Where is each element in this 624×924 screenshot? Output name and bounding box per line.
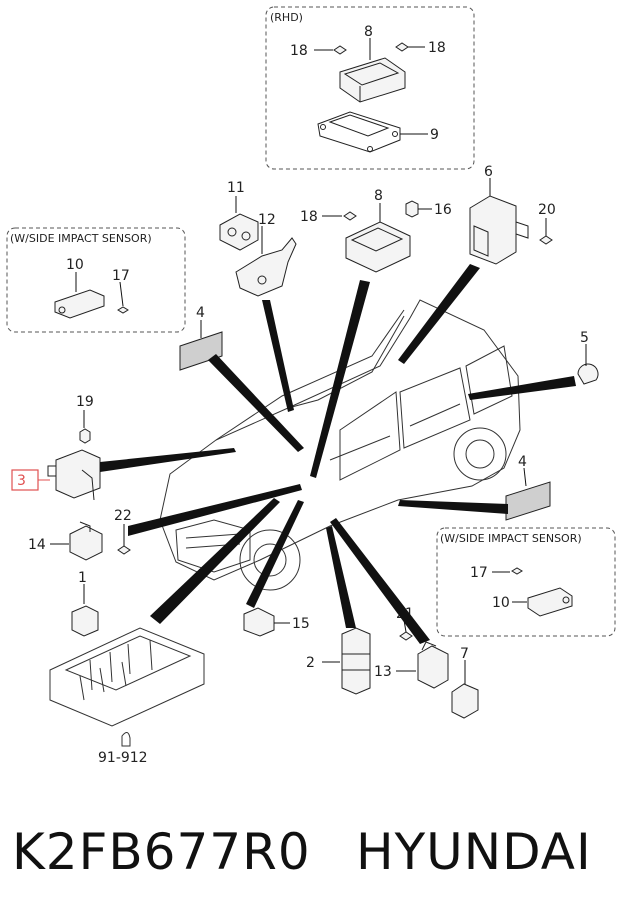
nut-icon (539, 235, 553, 245)
brand-name: HYUNDAI (356, 823, 592, 881)
connector-icon (121, 732, 131, 747)
bolt-icon (117, 306, 129, 314)
caution-label-right (505, 481, 551, 521)
callout-18-rhd-right: 18 (428, 40, 446, 56)
sensor-module-11 (219, 213, 259, 251)
callout-13: 13 (374, 664, 392, 680)
nut-icon (117, 545, 131, 555)
callout-18-rhd-left: 18 (290, 43, 308, 59)
relay-15 (243, 607, 275, 637)
vehicle-body (159, 299, 521, 591)
nut-icon (333, 45, 347, 55)
callout-4-left: 4 (196, 305, 205, 321)
callout-20: 20 (538, 202, 556, 218)
sensor-cap-5 (577, 363, 599, 385)
nut-icon (399, 631, 413, 641)
caution-label-left (179, 331, 223, 371)
sensor-module-2 (341, 627, 371, 695)
impact-sensor-3 (47, 449, 101, 501)
callout-15: 15 (292, 616, 310, 632)
mounting-bracket (317, 111, 401, 153)
bolt-icon (405, 200, 419, 218)
rhd-box: (RHD) 8 18 18 9 (265, 6, 475, 170)
callout-18: 18 (300, 209, 318, 225)
side-impact-sensor-right (527, 587, 573, 617)
leader-wedges (100, 264, 576, 644)
callout-3[interactable]: 3 (17, 473, 26, 489)
callout-9: 9 (430, 127, 439, 143)
relay-1 (71, 605, 99, 637)
rhd-box-label: (RHD) (270, 11, 303, 24)
airbag-control-unit (345, 221, 411, 273)
bolt-icon (511, 567, 523, 575)
sensor-unit-13 (417, 641, 449, 689)
callout-6: 6 (484, 164, 493, 180)
callout-16: 16 (434, 202, 452, 218)
mounting-plate-12 (235, 237, 297, 297)
callout-7: 7 (460, 646, 469, 662)
callout-8-rhd: 8 (364, 24, 373, 40)
callout-10-left: 10 (66, 257, 84, 273)
callout-10-right: 10 (492, 595, 510, 611)
callout-17-left: 17 (112, 268, 130, 284)
bolt-icon (79, 428, 91, 444)
callout-4-right: 4 (518, 454, 527, 470)
callout-11: 11 (227, 180, 245, 196)
airbag-control-unit-rhd (339, 57, 406, 103)
callout-5: 5 (580, 330, 589, 346)
callout-1: 1 (78, 570, 87, 586)
junction-box (49, 627, 205, 727)
callout-14: 14 (28, 537, 46, 553)
callout-8: 8 (374, 188, 383, 204)
control-module-6 (469, 195, 529, 265)
nut-icon (343, 211, 357, 221)
nut-icon (395, 42, 409, 52)
footer: K2FB677R0 HYUNDAI (0, 812, 624, 892)
callout-17-right: 17 (470, 565, 488, 581)
side-impact-box-left: (W/SIDE IMPACT SENSOR) 10 17 (6, 227, 186, 333)
callout-19: 19 (76, 394, 94, 410)
callout-2: 2 (306, 655, 315, 671)
part-code: K2FB677R0 (12, 823, 311, 881)
side-impact-box-right: (W/SIDE IMPACT SENSOR) 17 10 (436, 527, 616, 637)
ref-91-912: 91-912 (98, 750, 148, 766)
sensor-unit-7 (451, 683, 479, 719)
callout-22: 22 (114, 508, 132, 524)
relay-14 (69, 521, 103, 561)
side-impact-box-right-label: (W/SIDE IMPACT SENSOR) (440, 532, 582, 545)
side-impact-box-left-label: (W/SIDE IMPACT SENSOR) (10, 232, 152, 245)
callout-12: 12 (258, 212, 276, 228)
side-impact-sensor-left (54, 289, 105, 319)
